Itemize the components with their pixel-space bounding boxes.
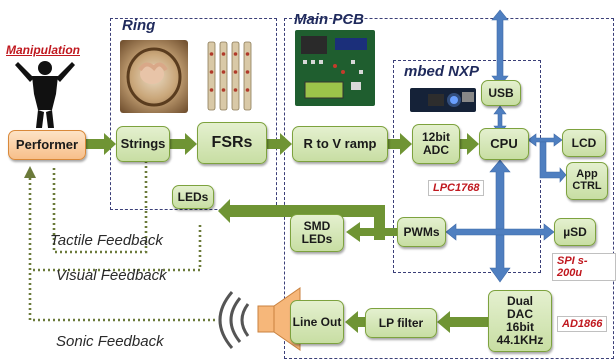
ad1866-label: AD1866 <box>557 316 608 332</box>
cpu-block: CPU <box>479 128 529 160</box>
pwms-block: PWMs <box>397 217 446 247</box>
adc-block: 12bit ADC <box>412 124 460 164</box>
usd-block: µSD <box>554 218 596 246</box>
mbed-photo <box>410 88 476 112</box>
speaker-icon <box>218 287 301 351</box>
tactile-feedback-label: Tactile Feedback <box>50 232 163 249</box>
sonic-feedback-label: Sonic Feedback <box>56 333 164 350</box>
lpc1768-label: LPC1768 <box>428 180 485 196</box>
ring-title: Ring <box>122 17 156 34</box>
blue-bus-arrows <box>445 9 567 283</box>
app-ctrl-block: App CTRL <box>566 162 608 200</box>
feedback-lines <box>28 161 215 322</box>
usb-block: USB <box>481 80 521 106</box>
manipulation-label: Manipulation <box>6 43 80 57</box>
fsrs-block: FSRs <box>197 122 267 164</box>
visual-feedback-label: Visual Feedback <box>56 267 167 284</box>
lcd-block: LCD <box>562 129 606 157</box>
performer-silhouette <box>15 61 75 128</box>
dual-dac-block: Dual DAC 16bit 44.1KHz <box>488 290 552 352</box>
spi-label: SPI s-200u <box>552 253 616 281</box>
smd-leds-block: SMD LEDs <box>290 214 344 252</box>
feedback-arrowhead <box>24 166 36 178</box>
main-pcb-title: Main PCB <box>294 11 365 28</box>
performer-block: Performer <box>8 130 86 160</box>
strings-block: Strings <box>116 126 170 162</box>
mbed-title: mbed NXP <box>404 63 480 80</box>
r-to-v-ramp-block: R to V ramp <box>292 126 388 162</box>
lp-filter-block: LP filter <box>365 308 437 338</box>
main-pcb-photo <box>295 30 375 106</box>
ring-region <box>110 18 277 210</box>
ring-photo <box>120 40 188 113</box>
line-out-block: Line Out <box>290 300 344 344</box>
leds-block: LEDs <box>172 185 214 209</box>
fsr-strips-photo <box>207 41 252 111</box>
